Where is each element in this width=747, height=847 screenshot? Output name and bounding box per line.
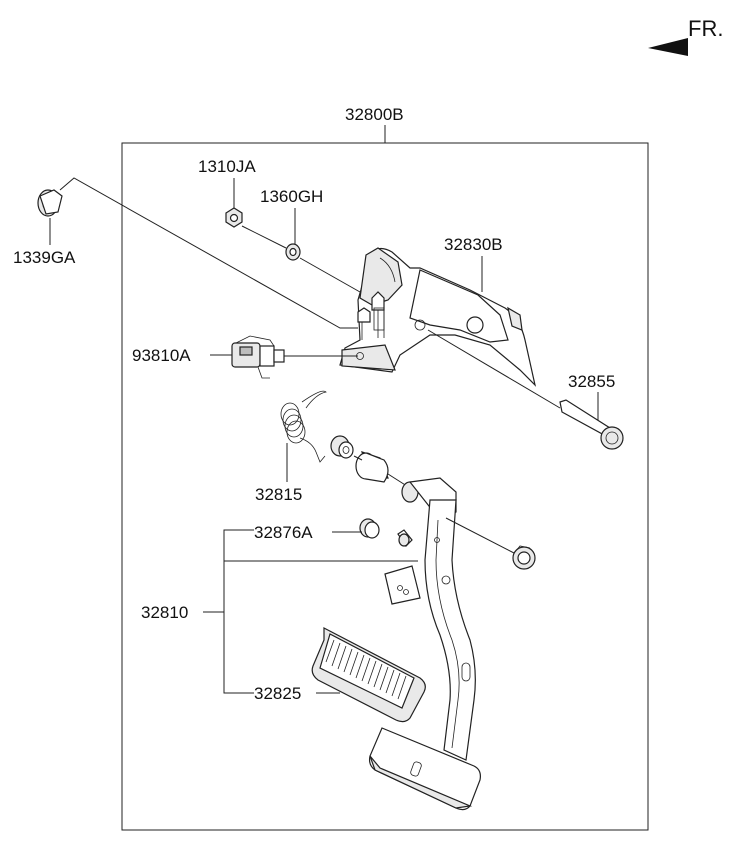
part-1360GH-washer bbox=[285, 243, 301, 261]
label-1360GH: 1360GH bbox=[260, 187, 323, 206]
part-32810-pedal-arm bbox=[384, 477, 476, 761]
part-pivot-nut bbox=[512, 545, 536, 570]
label-32825: 32825 bbox=[254, 684, 301, 703]
front-arrow-icon bbox=[648, 38, 688, 56]
part-32830B-bracket bbox=[339, 247, 537, 387]
label-32830B: 32830B bbox=[444, 235, 503, 254]
label-32876A: 32876A bbox=[254, 523, 313, 542]
assembly-frame bbox=[121, 142, 649, 831]
label-32855: 32855 bbox=[568, 372, 615, 391]
label-1339GA: 1339GA bbox=[13, 248, 76, 267]
label-32815: 32815 bbox=[255, 485, 302, 504]
part-1310JA-nut bbox=[225, 207, 243, 228]
part-32855-pivot-bolt bbox=[559, 399, 624, 450]
label-32810: 32810 bbox=[141, 603, 188, 622]
part-32825-pedal-pad bbox=[311, 627, 426, 723]
part-stopper-bolt bbox=[397, 529, 413, 547]
assembly-label: 32800B bbox=[345, 105, 404, 124]
part-bushing-small bbox=[330, 435, 354, 459]
front-direction-indicator: FR. bbox=[648, 16, 723, 56]
part-1339GA-nut bbox=[37, 189, 63, 217]
part-bushing-large bbox=[355, 451, 389, 483]
label-1310JA: 1310JA bbox=[198, 157, 256, 176]
part-32876A-stopper bbox=[359, 518, 380, 539]
part-pedal-foot bbox=[368, 727, 481, 811]
front-label: FR. bbox=[688, 16, 723, 41]
label-93810A: 93810A bbox=[132, 346, 191, 365]
part-93810A-stop-lamp-switch bbox=[231, 335, 285, 379]
part-32815-return-spring bbox=[280, 390, 327, 463]
